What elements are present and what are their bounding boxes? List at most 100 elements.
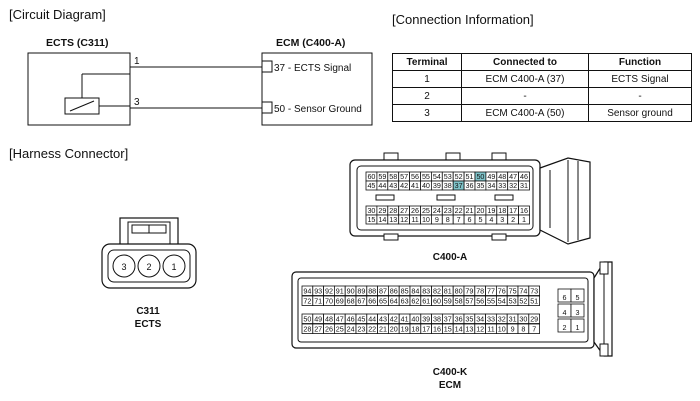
pin-label: 1 <box>522 215 526 224</box>
pin-label: 46 <box>347 315 355 324</box>
pin-label: 43 <box>389 181 397 190</box>
pin-label: 75 <box>509 287 517 296</box>
pin-label: 31 <box>520 181 528 190</box>
pin-label: 61 <box>422 297 430 306</box>
connection-table: Terminal Connected to Function 1 ECM C40… <box>392 53 692 122</box>
pin-label: 24 <box>433 206 441 215</box>
pin-label: 48 <box>325 315 333 324</box>
pin-label: 49 <box>487 172 495 181</box>
pin-cell <box>570 288 585 303</box>
pin-label: 6 <box>468 215 472 224</box>
pin-label: 44 <box>378 181 386 190</box>
pin-label: 6 <box>563 293 567 302</box>
pin-label: 57 <box>400 172 408 181</box>
pin-label: 8 <box>521 325 525 334</box>
pin-label: 5 <box>478 215 482 224</box>
pin-label: 55 <box>487 297 495 306</box>
pin-label: 26 <box>325 325 333 334</box>
pin-label: 63 <box>401 297 409 306</box>
pin-label: 76 <box>498 287 506 296</box>
pin-label: 8 <box>446 215 450 224</box>
c311-pin-label: 1 <box>171 262 176 272</box>
pin-cell <box>518 214 530 225</box>
pin-label: 40 <box>411 315 419 324</box>
pin-label: 47 <box>336 315 344 324</box>
pin-label: 52 <box>455 172 463 181</box>
pin-cell <box>528 295 540 306</box>
table-row: 2 - - <box>392 87 692 105</box>
pin-label: 50 <box>303 315 311 324</box>
c400k-boot <box>593 261 613 357</box>
pin-label: 64 <box>390 297 398 306</box>
pin-label: 59 <box>378 172 386 181</box>
pin-label: 32 <box>498 315 506 324</box>
pin-label: 35 <box>465 315 473 324</box>
pin-label: 24 <box>347 325 355 334</box>
pin-label: 81 <box>444 287 452 296</box>
pin-label: 31 <box>509 315 517 324</box>
pin-label: 35 <box>476 181 484 190</box>
pin-label: 85 <box>401 287 409 296</box>
pin-label: 74 <box>519 287 527 296</box>
pin-cell <box>570 318 585 333</box>
pin-label: 17 <box>509 206 517 215</box>
c400a-caption: C400-A <box>432 252 468 263</box>
table-cell: 3 <box>392 104 462 122</box>
pin-label: 19 <box>401 325 409 334</box>
table-cell: ECM C400-A (50) <box>461 104 589 122</box>
pin-label: 10 <box>422 215 430 224</box>
pin-label: 28 <box>303 325 311 334</box>
pin-label: 49 <box>314 315 322 324</box>
pin-label: 25 <box>336 325 344 334</box>
ecm-pin-50-label: 50 - Sensor Ground <box>274 104 362 115</box>
c311-caption: C311 ECTS <box>134 306 162 330</box>
pin-label: 70 <box>325 297 333 306</box>
pin-label: 51 <box>466 172 474 181</box>
pin-label: 3 <box>576 308 580 317</box>
pin-label: 30 <box>519 315 527 324</box>
pin-label: 7 <box>457 215 461 224</box>
pin-label: 20 <box>476 206 484 215</box>
pin-cell <box>528 323 540 334</box>
pin-label: 23 <box>444 206 452 215</box>
pin-cell <box>518 180 530 191</box>
pin-label: 42 <box>400 181 408 190</box>
pin-label: 9 <box>511 325 515 334</box>
pin-label: 22 <box>455 206 463 215</box>
pin-label: 91 <box>336 287 344 296</box>
pin-label: 32 <box>509 181 517 190</box>
pin-label: 82 <box>433 287 441 296</box>
pin-label: 3 <box>500 215 504 224</box>
ecm-pin-37-label: 37 - ECTS Signal <box>274 63 351 74</box>
c311-pin-2 <box>137 254 161 278</box>
pin-cell <box>570 303 585 318</box>
pin-label: 34 <box>487 181 495 190</box>
pin-label: 73 <box>530 287 538 296</box>
pin-label: 12 <box>476 325 484 334</box>
pin-label: 62 <box>411 297 419 306</box>
pin-label: 39 <box>433 181 441 190</box>
pin-label: 13 <box>465 325 473 334</box>
ecm-title: ECM (C400-A) <box>276 37 346 49</box>
pin-label: 90 <box>347 287 355 296</box>
pin-label: 60 <box>367 172 375 181</box>
pin-label: 27 <box>314 325 322 334</box>
sensor-diagonal <box>69 100 95 112</box>
c311-pin-label: 3 <box>121 262 126 272</box>
c311-pin-3 <box>112 254 136 278</box>
pin-label: 13 <box>389 215 397 224</box>
pin-label: 94 <box>303 287 311 296</box>
c311-pin-1 <box>162 254 186 278</box>
pin-label: 44 <box>368 315 376 324</box>
pin-label: 4 <box>563 308 567 317</box>
pin-label: 29 <box>378 206 386 215</box>
pin-label: 47 <box>509 172 517 181</box>
pin-label: 93 <box>314 287 322 296</box>
pin-label: 30 <box>367 206 375 215</box>
pin-label: 10 <box>498 325 506 334</box>
pin-label: 68 <box>347 297 355 306</box>
